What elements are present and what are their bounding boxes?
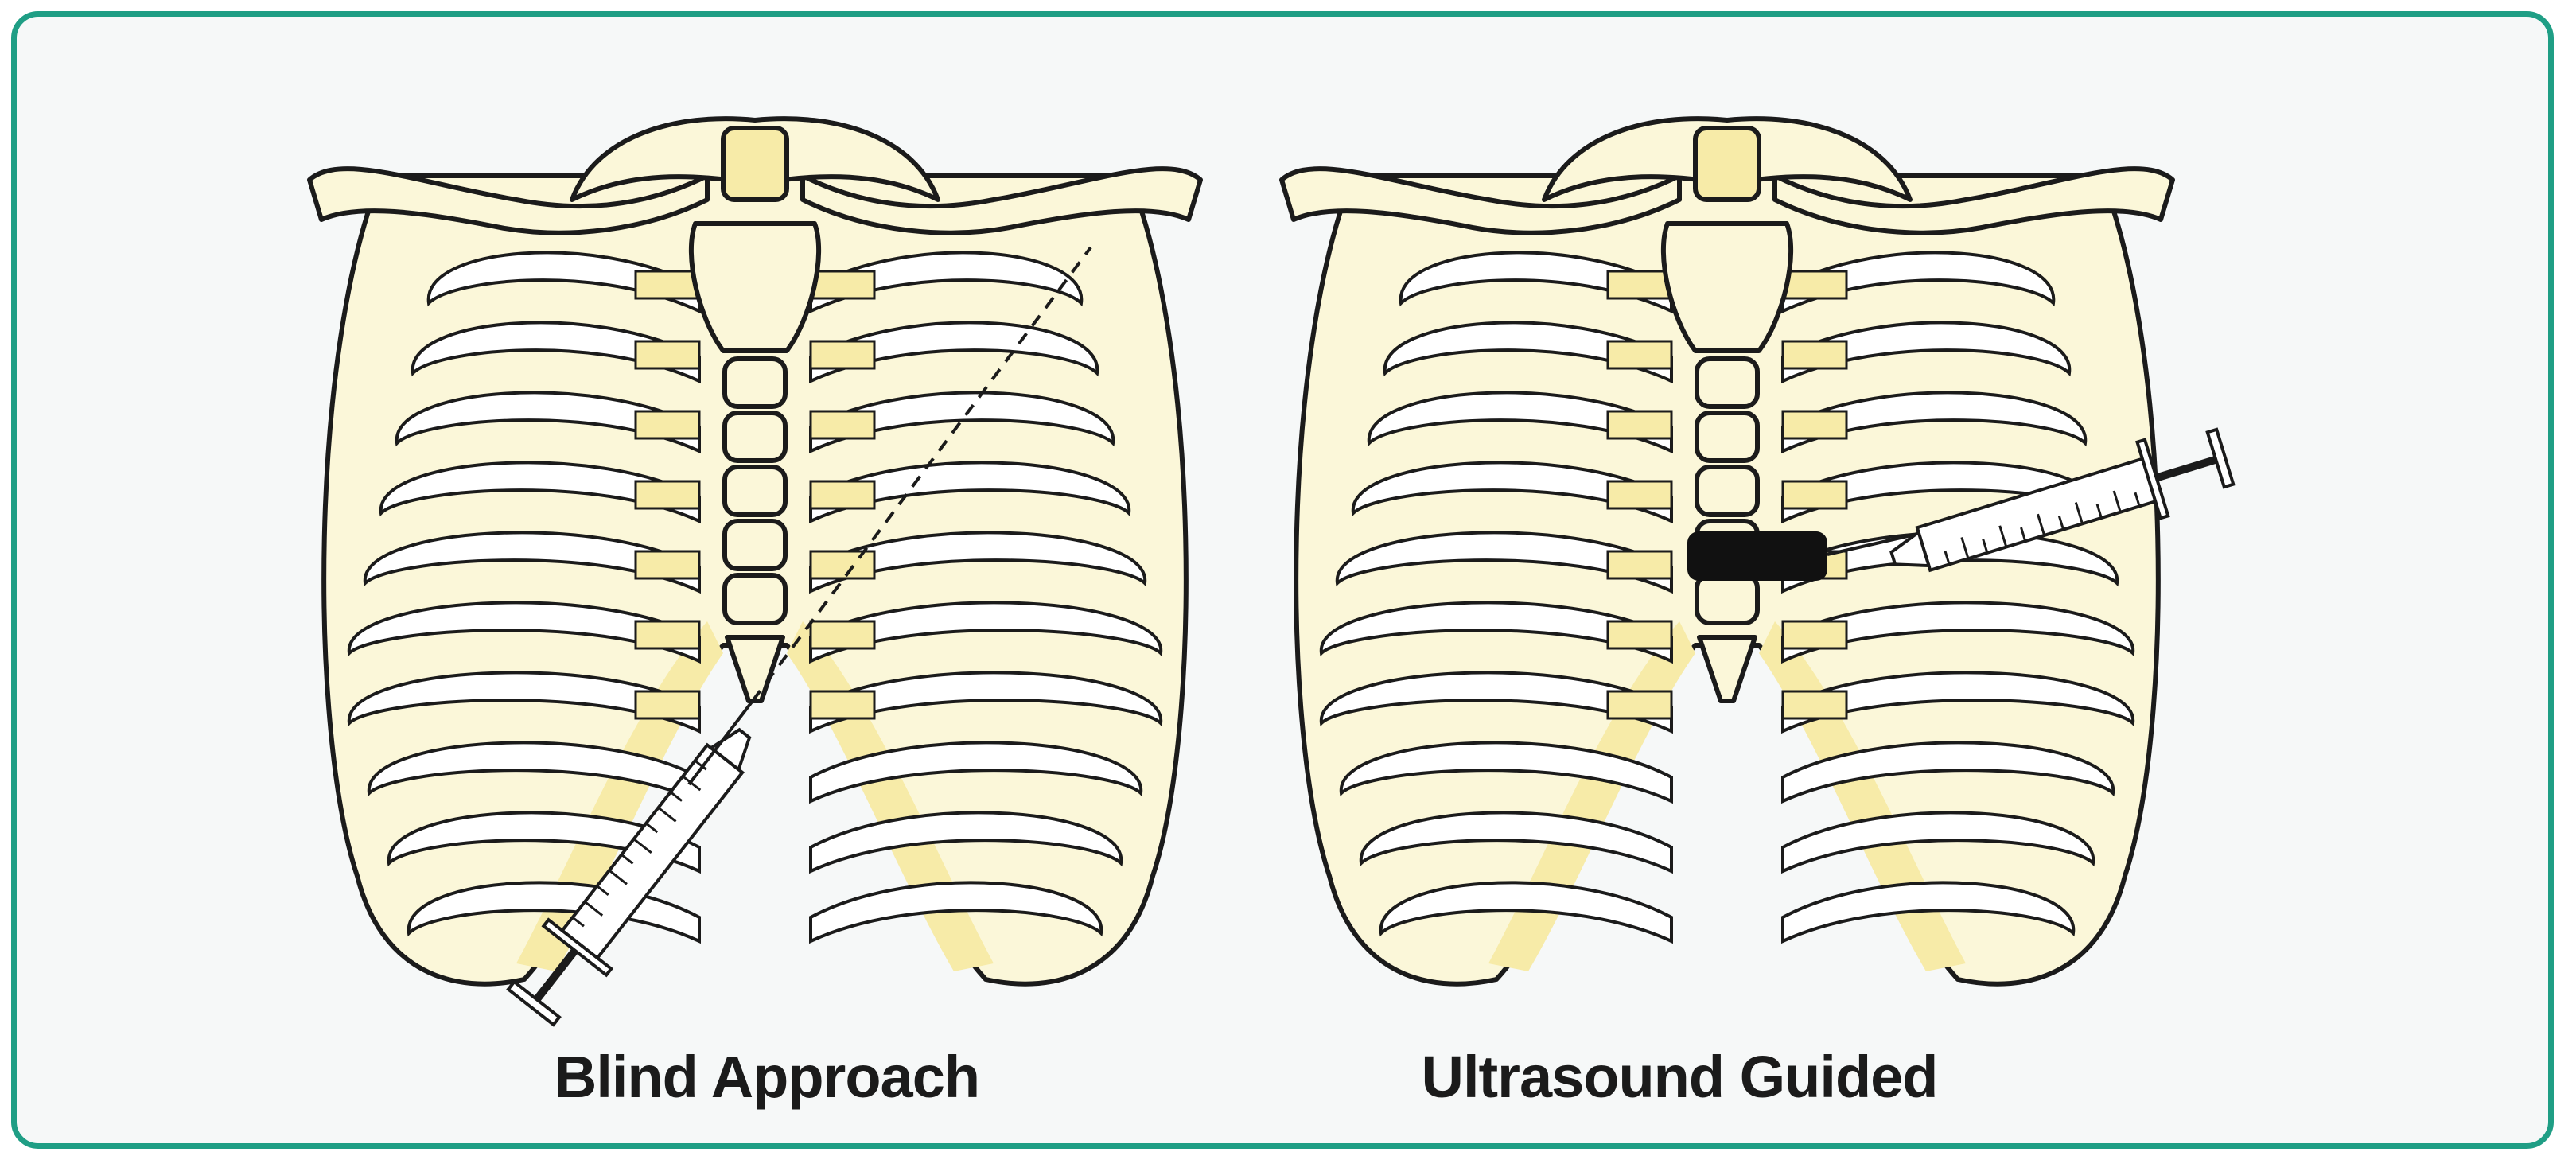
rib-cartilage-left [1608, 481, 1671, 508]
figure-canvas [17, 17, 2554, 1149]
caption-blind-approach: Blind Approach [290, 1043, 1244, 1111]
rib-cartilage-left [636, 271, 699, 298]
xiphoid-process [1699, 637, 1755, 701]
rib-cartilage-right [811, 411, 874, 438]
rib-cartilage-left [636, 621, 699, 648]
rib-cartilage-left [1608, 271, 1671, 298]
rib-cartilage-right [1783, 481, 1846, 508]
rib-cartilage-left [1608, 551, 1671, 578]
sternum-segment [725, 467, 785, 515]
rib-cartilage-right [1783, 411, 1846, 438]
sternum-segment [1697, 359, 1757, 407]
rib-cartilage-left [1608, 411, 1671, 438]
sternum-segment [1697, 413, 1757, 461]
rib-cartilage-left [636, 691, 699, 718]
sternum-segment [1697, 467, 1757, 515]
rib-cartilage-right [811, 691, 874, 718]
sternum-segment [725, 413, 785, 461]
rib-cartilage-right [811, 271, 874, 298]
rib-cartilage-right [1783, 621, 1846, 648]
rib-cartilage-right [811, 341, 874, 368]
sternum-segment [725, 521, 785, 569]
ultrasound-probe-icon [1687, 531, 1827, 581]
vertebra [723, 128, 787, 200]
rib-cartilage-left [636, 481, 699, 508]
xiphoid-process [727, 637, 783, 701]
figure-frame: Blind Approach Ultrasound Guided [11, 11, 2554, 1149]
rib-cartilage-right [811, 621, 874, 648]
rib-cage-blind [309, 119, 1200, 1031]
manubrium [691, 224, 819, 351]
sternum-segment [1697, 575, 1757, 623]
rib-cartilage-left [636, 341, 699, 368]
rib-cartilage-right [1783, 341, 1846, 368]
rib-cartilage-left [1608, 341, 1671, 368]
sternum-segment [725, 575, 785, 623]
rib-cartilage-right [811, 551, 874, 578]
syringe-plunger [2152, 458, 2220, 479]
rib-cartilage-right [1783, 271, 1846, 298]
caption-ultrasound-guided: Ultrasound Guided [1202, 1043, 2157, 1111]
rib-cartilage-left [1608, 621, 1671, 648]
rib-cartilage-left [636, 411, 699, 438]
rib-cartilage-left [636, 551, 699, 578]
rib-cartilage-right [1783, 691, 1846, 718]
manubrium [1664, 224, 1791, 351]
rib-cartilage-left [1608, 691, 1671, 718]
sternum-segment [725, 359, 785, 407]
rib-cage-ultrasound [1282, 119, 2236, 984]
rib-cartilage-right [811, 481, 874, 508]
vertebra [1695, 128, 1759, 200]
syringe-thumb-rest [508, 982, 559, 1025]
